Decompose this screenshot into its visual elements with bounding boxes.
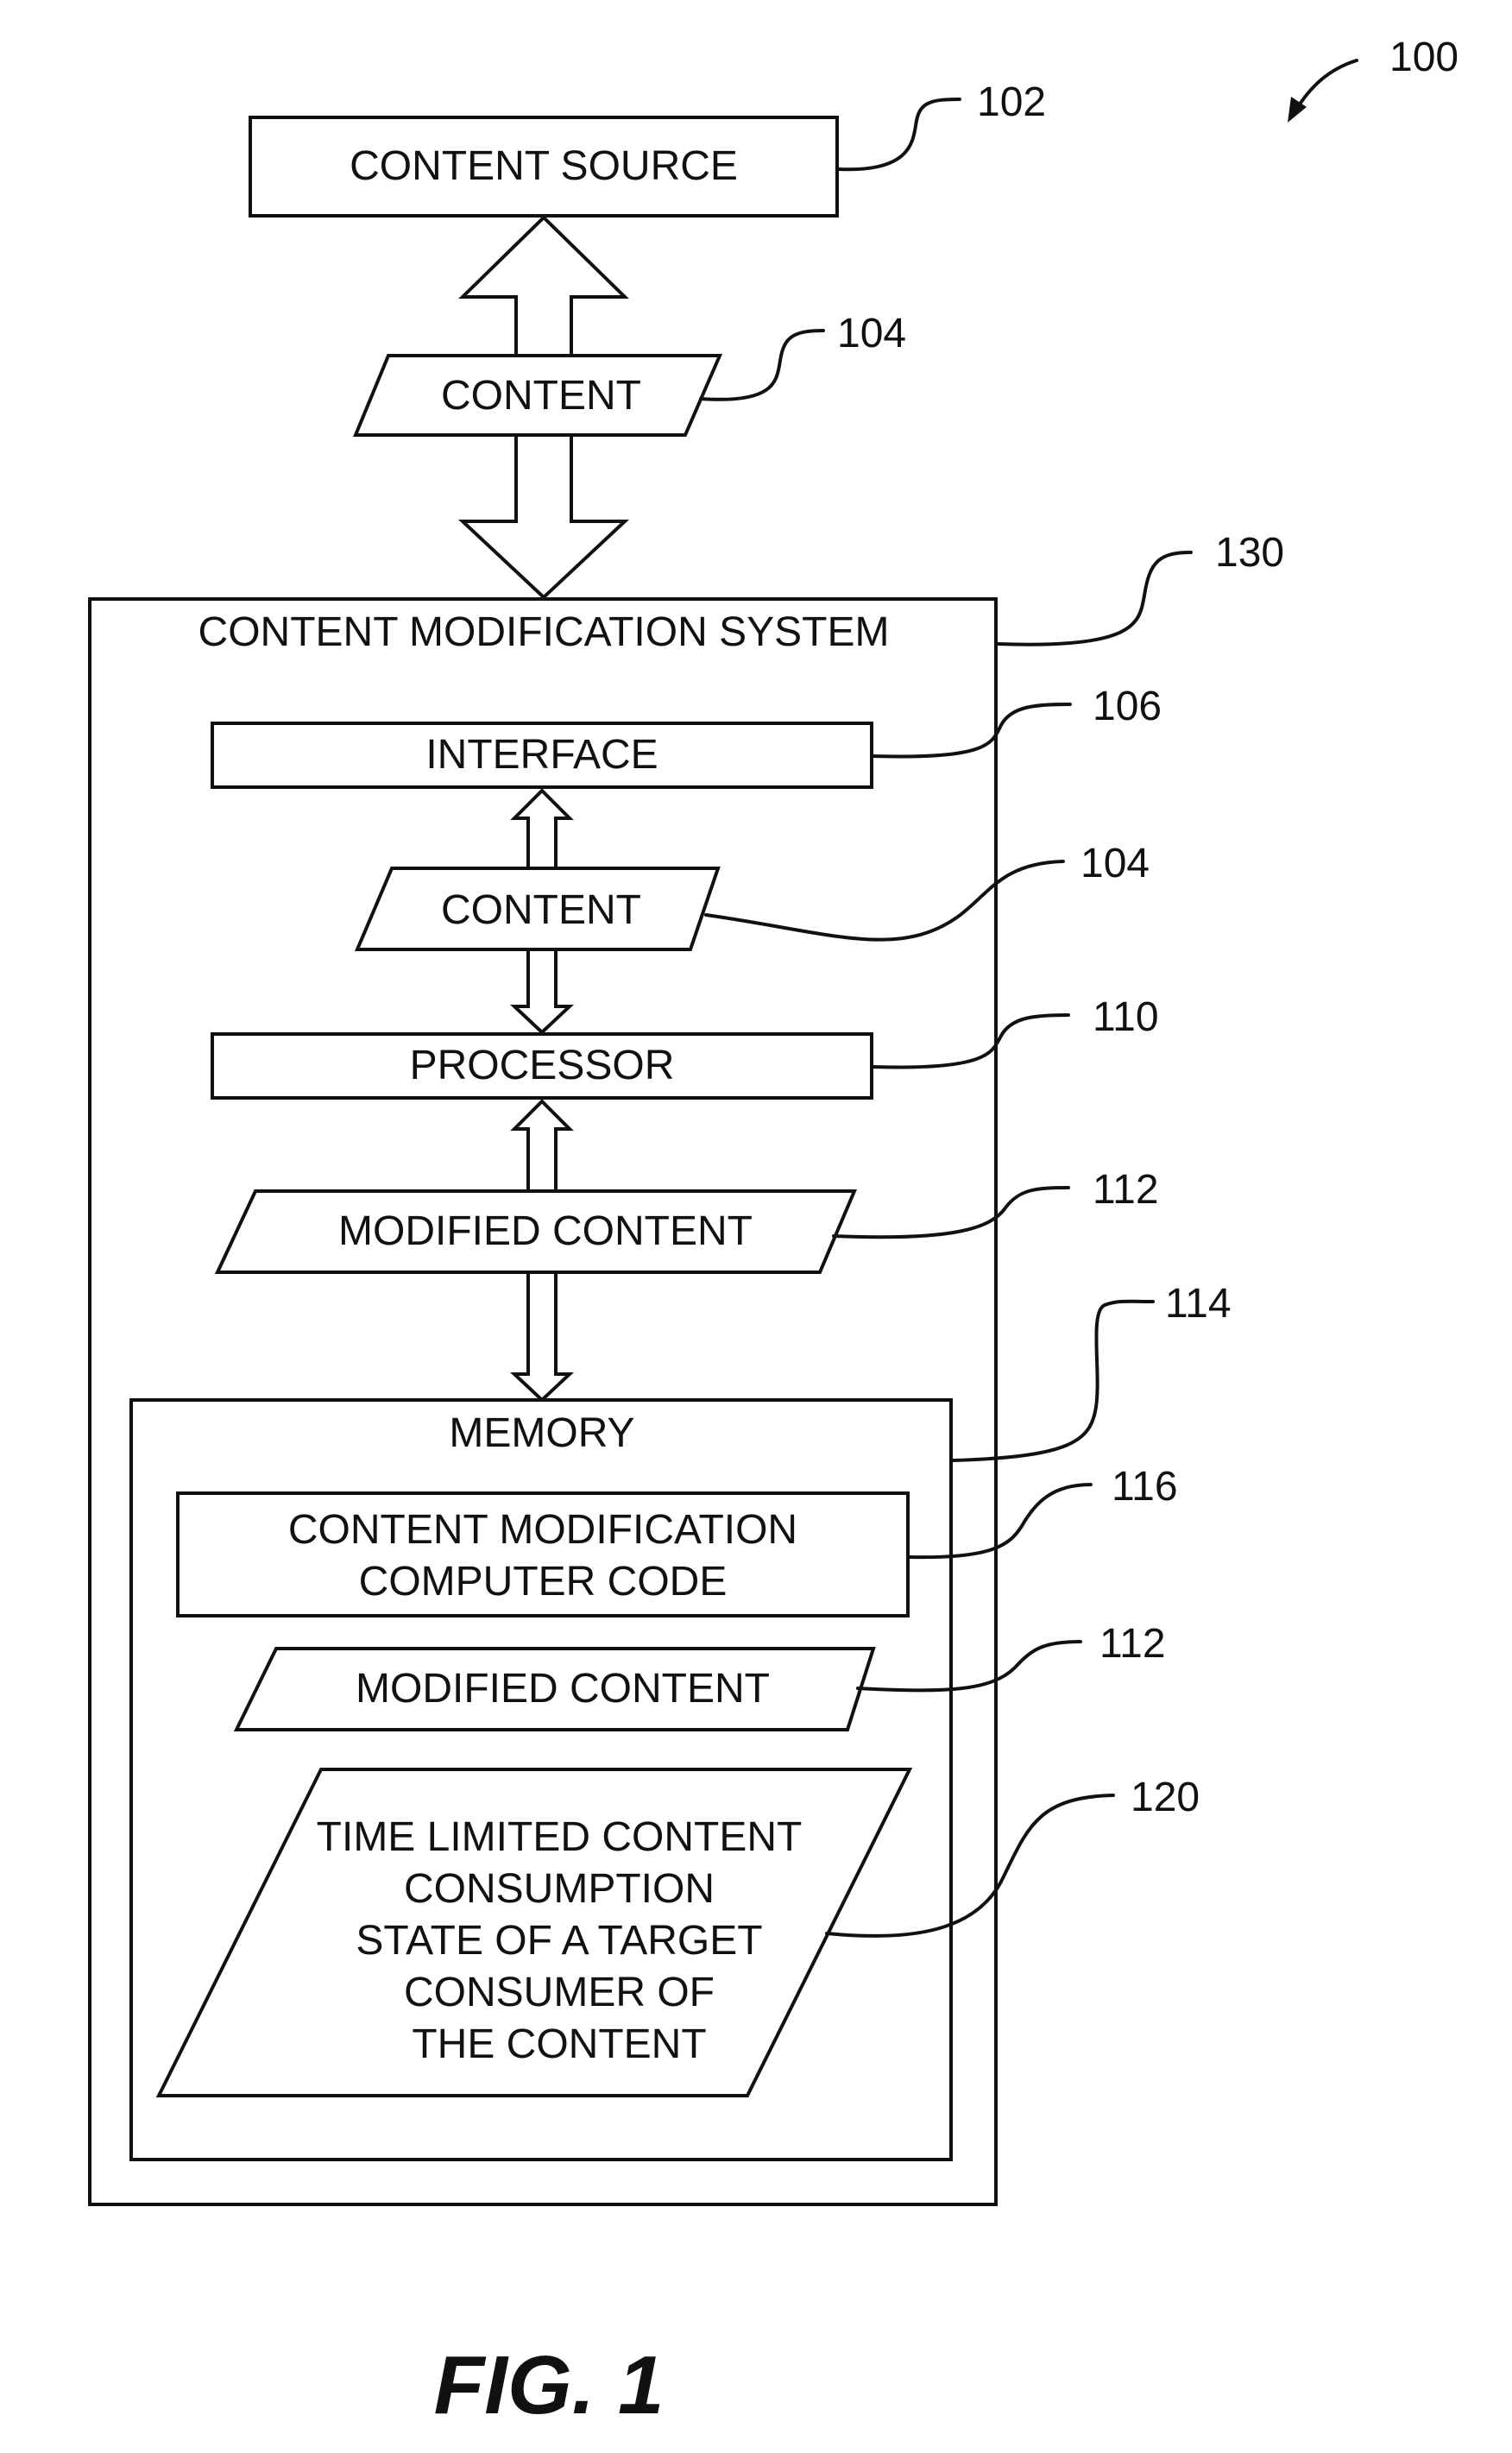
ref-100: 100 xyxy=(1389,35,1458,80)
time-limited-line-5: THE CONTENT xyxy=(412,2021,706,2067)
ref-120: 120 xyxy=(1131,1775,1200,1820)
ref-100-leader xyxy=(1295,60,1357,112)
ref-104-top: 104 xyxy=(837,311,906,356)
modified-content-1-label: MODIFIED CONTENT xyxy=(338,1208,753,1254)
content-source-label: CONTENT SOURCE xyxy=(350,143,738,189)
time-limited-line-2: CONSUMPTION xyxy=(404,1866,715,1912)
ref-130-leader xyxy=(998,552,1191,645)
content-top-label: CONTENT xyxy=(441,373,641,419)
ref-102-leader xyxy=(839,99,960,169)
ref-102: 102 xyxy=(977,79,1046,125)
content-inner-label: CONTENT xyxy=(441,887,641,933)
ref-112-second: 112 xyxy=(1099,1621,1166,1667)
time-limited-line-4: CONSUMER OF xyxy=(404,1970,715,2015)
ref-110: 110 xyxy=(1093,994,1159,1040)
ref-112-first: 112 xyxy=(1093,1167,1159,1213)
ref-104-inner: 104 xyxy=(1080,841,1150,886)
content-modification-system-label: CONTENT MODIFICATION SYSTEM xyxy=(198,609,890,655)
computer-code-line-2: COMPUTER CODE xyxy=(359,1559,728,1605)
time-limited-line-1: TIME LIMITED CONTENT xyxy=(317,1814,803,1860)
ref-116: 116 xyxy=(1112,1464,1178,1510)
modified-content-2-label: MODIFIED CONTENT xyxy=(356,1666,770,1712)
ref-130: 130 xyxy=(1215,530,1284,576)
processor-label: PROCESSOR xyxy=(410,1043,675,1088)
ref-106: 106 xyxy=(1093,684,1162,729)
computer-code-line-1: CONTENT MODIFICATION xyxy=(288,1507,797,1553)
ref-104-top-leader xyxy=(701,331,823,400)
ref-114: 114 xyxy=(1165,1281,1232,1327)
interface-label: INTERFACE xyxy=(425,732,658,778)
figure-caption: FIG. 1 xyxy=(434,2339,665,2431)
memory-label: MEMORY xyxy=(449,1410,634,1456)
time-limited-line-3: STATE OF A TARGET xyxy=(356,1918,762,1964)
